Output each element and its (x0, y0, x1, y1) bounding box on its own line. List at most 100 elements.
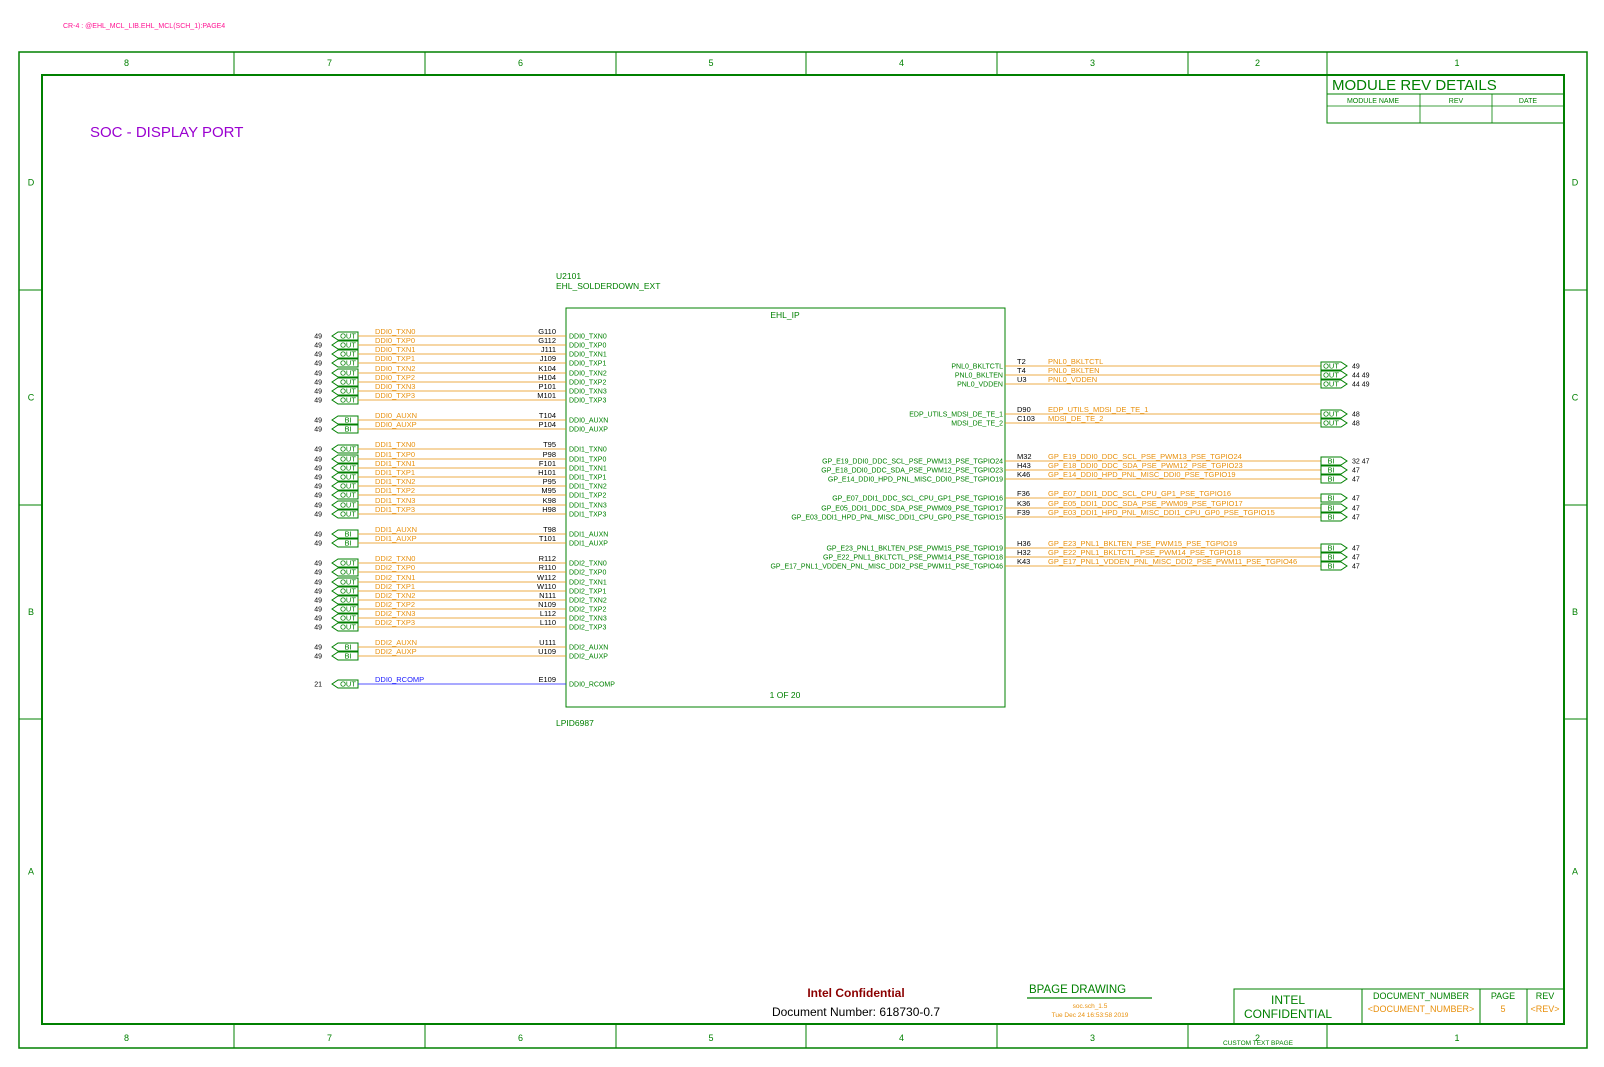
pin-name: DDI1_TXN3 (569, 503, 607, 510)
net-label: DDI1_AUXP (375, 534, 417, 543)
pin-name: DDI1_TXN2 (569, 484, 607, 491)
port-label: OUT (340, 369, 356, 378)
net-label: GP_E19_DDI0_DDC_SCL_PSE_PWM13_PSE_TGPIO2… (1048, 452, 1242, 461)
zone-right-label: C (1572, 393, 1579, 403)
pin-name: DDI2_TXN2 (569, 598, 607, 605)
page-ref: 49 (314, 580, 322, 587)
zone-bottom-label: 4 (899, 1033, 904, 1043)
port-symbol (1320, 370, 1348, 380)
pin-name: DDI0_AUXN (569, 418, 608, 425)
pin-name: DDI1_TXP3 (569, 512, 606, 519)
port-label: OUT (340, 482, 356, 491)
net-label: DDI2_AUXP (375, 647, 417, 656)
ball-number: P104 (538, 420, 556, 429)
zone-right-label: B (1572, 607, 1578, 617)
page-ref: 49 (314, 334, 322, 341)
pin-name: GP_E18_DDI0_DDC_SDA_PSE_PWM12_PSE_TGPIO2… (821, 468, 1003, 475)
port-label: OUT (340, 378, 356, 387)
port-label: BI (344, 425, 351, 434)
net-label: DDI0_TXN3 (375, 382, 415, 391)
part-reference: U2101 (556, 271, 581, 281)
ball-number: T98 (543, 525, 556, 534)
ball-number: G112 (538, 336, 556, 345)
outer-frame (18, 51, 1588, 1049)
pin-name: DDI0_TXP3 (569, 398, 606, 405)
page-ref: 47 (1352, 555, 1360, 562)
port-symbol (1320, 552, 1348, 562)
pin-name: DDI2_AUXP (569, 654, 608, 661)
pin-name: DDI2_TXN3 (569, 616, 607, 623)
right-pin-row: GP_E03_DDI1_HPD_PNL_MISC_DDI1_CPU_GP0_PS… (791, 508, 1360, 522)
port-label: BI (1327, 475, 1334, 484)
page-ref: 49 (314, 361, 322, 368)
zone-top-label: 6 (518, 58, 523, 68)
page-ref: 49 (1352, 364, 1360, 371)
confidential-label: CONFIDENTIAL (1244, 1007, 1332, 1021)
zone-bottom-label: 5 (708, 1033, 713, 1043)
zone-bottom-label: 2 (1255, 1033, 1260, 1043)
port-label: OUT (340, 623, 356, 632)
page-ref: 32 47 (1352, 459, 1370, 466)
port-label: OUT (1323, 410, 1339, 419)
zone-right-label: D (1572, 178, 1579, 188)
page-ref: 49 (314, 598, 322, 605)
net-label: GP_E17_PNL1_VDDEN_PNL_MISC_DDI2_PSE_PWM1… (1048, 557, 1297, 566)
page-ref: 49 (314, 418, 322, 425)
net-label: DDI1_TXP1 (375, 468, 415, 477)
ball-number: L112 (540, 609, 556, 618)
port-label: BI (1327, 513, 1334, 522)
ball-number: K36 (1017, 499, 1030, 508)
port-label: OUT (1323, 380, 1339, 389)
port-label: BI (1327, 562, 1334, 571)
net-label: DDI1_TXP0 (375, 450, 415, 459)
port-label: BI (1327, 494, 1334, 503)
pin-name: DDI2_TXP3 (569, 625, 606, 632)
right-pin-row: GP_E23_PNL1_BKLTEN_PSE_PWM15_PSE_TGPIO19… (826, 539, 1359, 553)
zone-top-label: 1 (1454, 58, 1459, 68)
ball-number: T4 (1017, 366, 1026, 375)
net-label: DDI1_TXN0 (375, 440, 415, 449)
document-number-text: Document Number: 618730-0.7 (772, 1005, 940, 1019)
pin-name: MDSI_DE_TE_2 (951, 421, 1003, 428)
zone-top-label: 7 (327, 58, 332, 68)
ball-number: T104 (539, 411, 556, 420)
ball-number: U3 (1017, 375, 1027, 384)
net-label: DDI0_AUXN (375, 411, 417, 420)
ball-number: P95 (543, 477, 556, 486)
ball-number: F39 (1017, 508, 1030, 517)
page-ref: 49 (314, 541, 322, 548)
ball-number: C103 (1017, 414, 1035, 423)
net-label: PNL0_BKLTEN (1048, 366, 1100, 375)
page-ref: 49 (314, 654, 322, 661)
net-label: DDI2_TXN1 (375, 573, 415, 582)
port-label: OUT (340, 510, 356, 519)
ball-number: K46 (1017, 470, 1030, 479)
right-pin-row: GP_E22_PNL1_BKLTCTL_PSE_PWM14_PSE_TGPIO1… (823, 548, 1360, 562)
rev-value: <REV> (1530, 1004, 1559, 1014)
page-ref: 49 (314, 645, 322, 652)
zone-bottom-label: 3 (1090, 1033, 1095, 1043)
zone-top-label: 2 (1255, 58, 1260, 68)
ball-number: F36 (1017, 489, 1030, 498)
ball-number: P98 (543, 450, 556, 459)
port-symbol (1320, 361, 1348, 371)
pin-name: DDI1_TXP1 (569, 475, 606, 482)
net-label: GP_E14_DDI0_HPD_PNL_MISC_DDI0_PSE_TGPIO1… (1048, 470, 1236, 479)
page-ref: 47 (1352, 496, 1360, 503)
ball-number: U109 (538, 647, 556, 656)
ball-number: N111 (539, 591, 556, 600)
